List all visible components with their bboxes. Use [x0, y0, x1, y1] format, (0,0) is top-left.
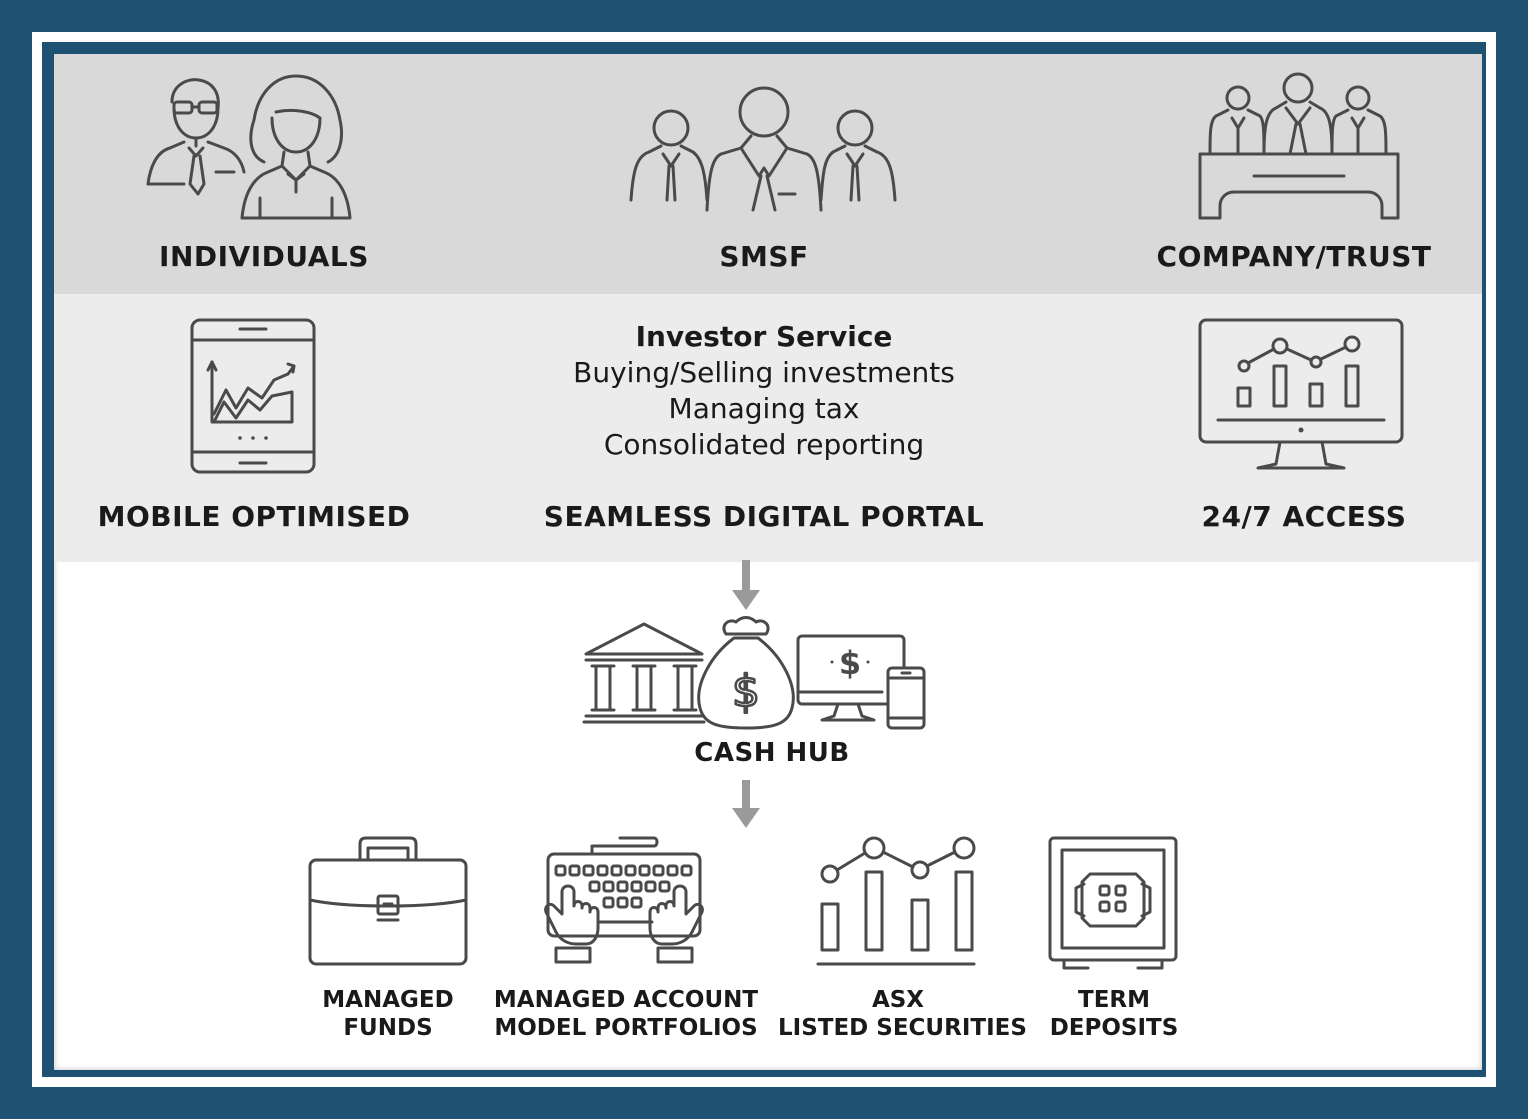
- product-term-deposits-line2: DEPOSITS: [1049, 1015, 1179, 1041]
- product-managed-account-line2: MODEL PORTFOLIOS: [494, 1015, 758, 1041]
- seamless-digital-portal-label: SEAMLESS DIGITAL PORTAL: [543, 500, 985, 533]
- mobile-optimised-label: MOBILE OPTIMISED: [97, 500, 411, 533]
- investor-service-heading: Investor Service: [635, 320, 893, 353]
- individuals-icon: [146, 74, 352, 220]
- smsf-label: SMSF: [719, 240, 809, 273]
- product-asx-line2: LISTED SECURITIES: [778, 1015, 1027, 1041]
- individuals-label: INDIVIDUALS: [159, 240, 369, 273]
- svg-text:$: $: [839, 644, 861, 682]
- keyboard-hands-icon: [544, 836, 704, 964]
- product-managed-funds-line1: MANAGED: [322, 987, 454, 1013]
- product-managed-account-line1: MANAGED ACCOUNT: [493, 987, 759, 1013]
- company-trust-icon: [1198, 72, 1400, 220]
- diagram-panel: INDIVIDUALS SMSF COMPANY/TRUST: [54, 54, 1482, 1070]
- product-managed-funds-line2: FUNDS: [343, 1015, 433, 1041]
- down-arrow-to-products: [732, 780, 760, 828]
- access-24-7-label: 24/7 ACCESS: [1201, 500, 1407, 533]
- cash-hub-label: CASH HUB: [694, 738, 850, 768]
- down-arrow-to-cash-hub: [732, 560, 760, 610]
- product-term-deposits-line1: TERM: [1078, 987, 1150, 1013]
- feature-managing-tax: Managing tax: [668, 392, 860, 425]
- feature-buying-selling: Buying/Selling investments: [573, 356, 955, 389]
- feature-consolidated-reporting: Consolidated reporting: [603, 428, 925, 461]
- bar-line-chart-icon: [816, 836, 976, 966]
- monitor-chart-icon: [1198, 318, 1404, 470]
- tablet-chart-icon: [190, 318, 316, 474]
- product-asx-line1: ASX: [871, 987, 925, 1013]
- company-trust-label: COMPANY/TRUST: [1156, 240, 1432, 273]
- cash-hub-icon: $ $: [582, 616, 926, 730]
- svg-text:$: $: [732, 666, 760, 717]
- safe-icon: [1048, 836, 1178, 970]
- briefcase-icon: [308, 836, 468, 966]
- smsf-icon: [629, 86, 897, 212]
